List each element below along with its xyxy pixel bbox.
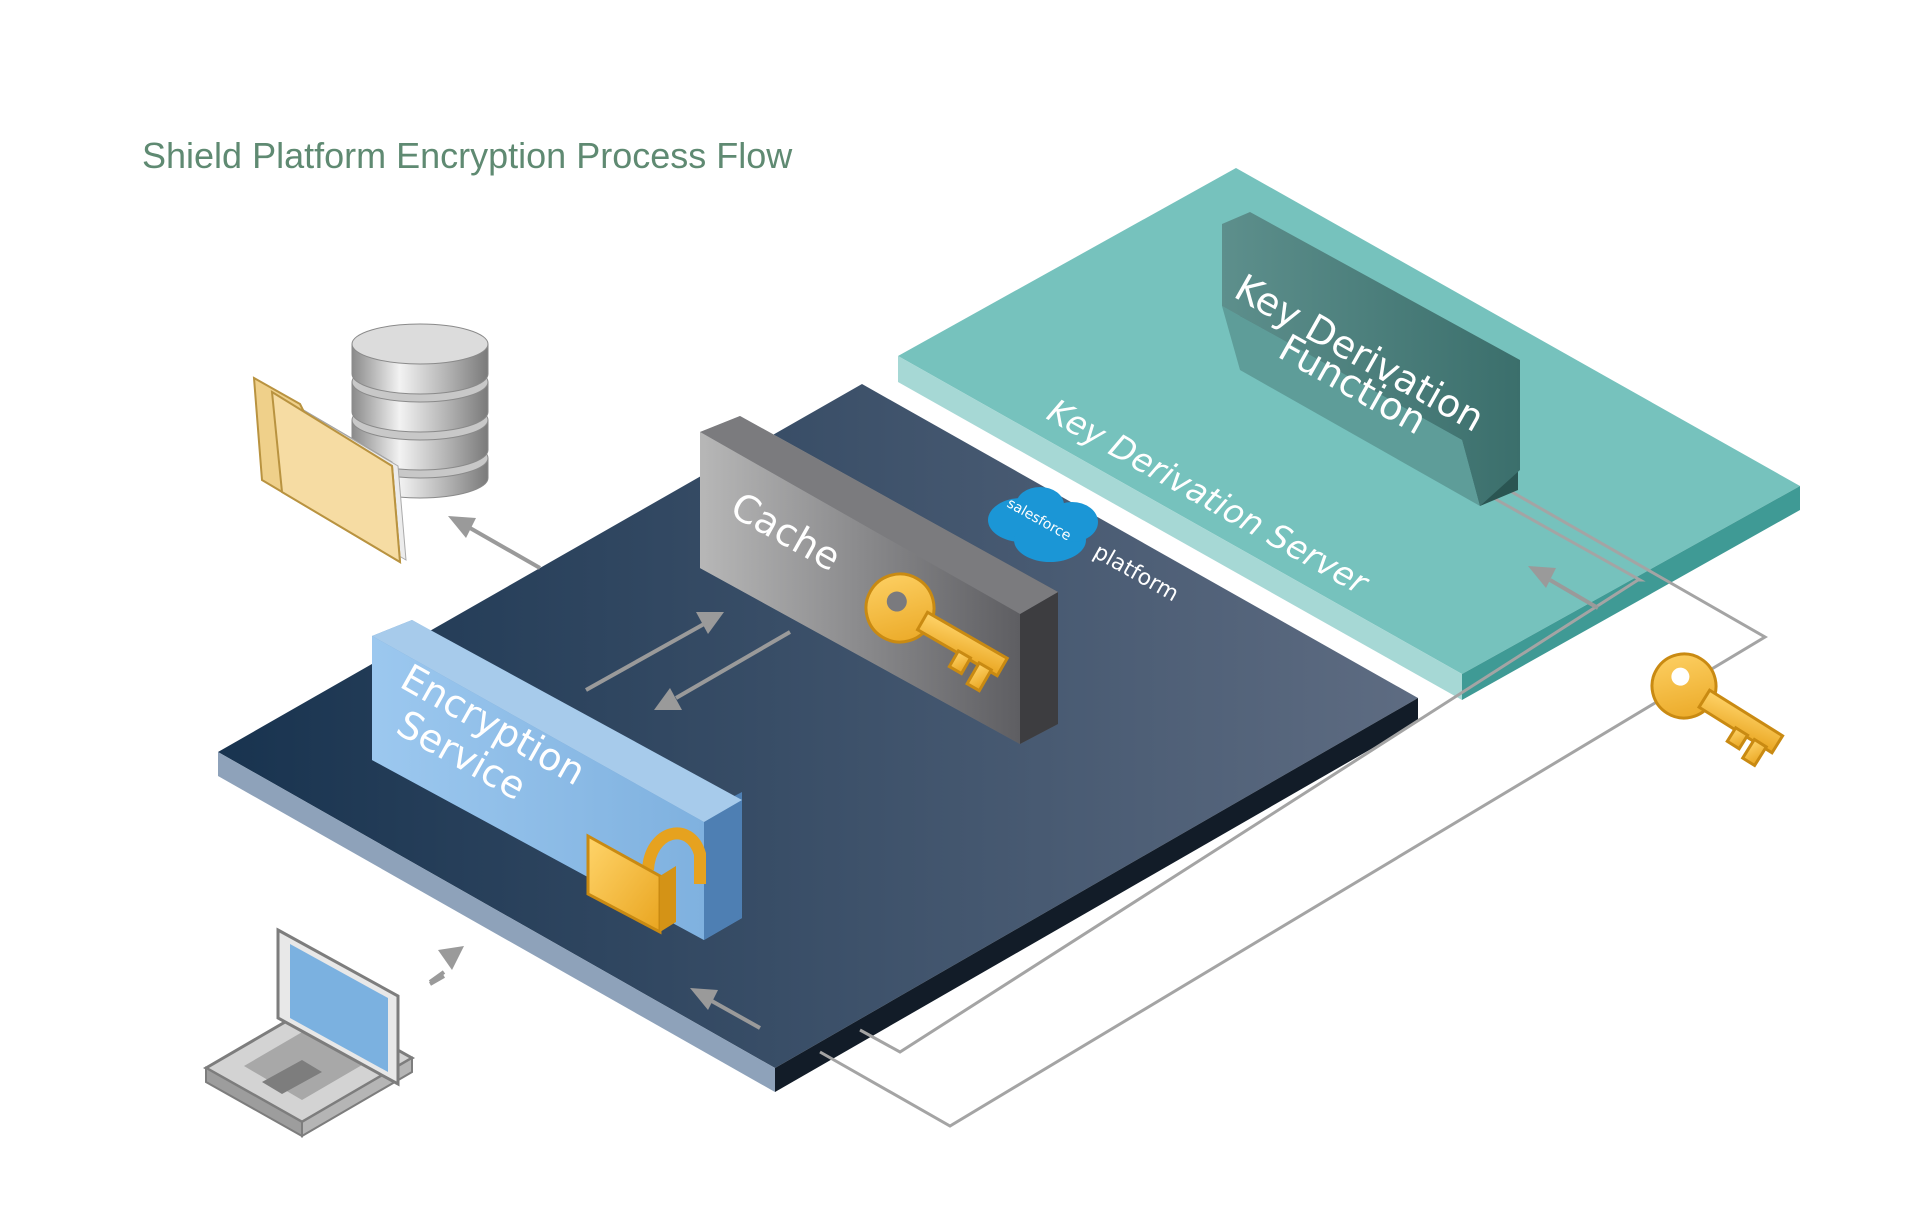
route-to-kds-arrow [1528,566,1600,610]
cache-box: Cache [700,416,1058,744]
platform-to-storage-arrow [448,516,541,570]
salesforce-cloud-icon [988,487,1098,562]
folder-icon [252,376,407,564]
unlocked-padlock-icon [586,827,706,935]
route-to-encryption-arrow [690,988,761,1030]
laptop-icon [202,927,416,1138]
salesforce-platform-slab [218,384,1418,1092]
cache-to-encryption-arrow [654,630,792,710]
database-icon [351,323,489,499]
encryption-to-cache-arrow [585,612,724,692]
key-icon [864,572,1010,693]
key-route-lines [819,486,1768,1128]
page-title: Shield Platform Encryption Process Flow [142,135,793,176]
transit-key-icon [1650,652,1785,768]
laptop-arrow [428,946,464,986]
